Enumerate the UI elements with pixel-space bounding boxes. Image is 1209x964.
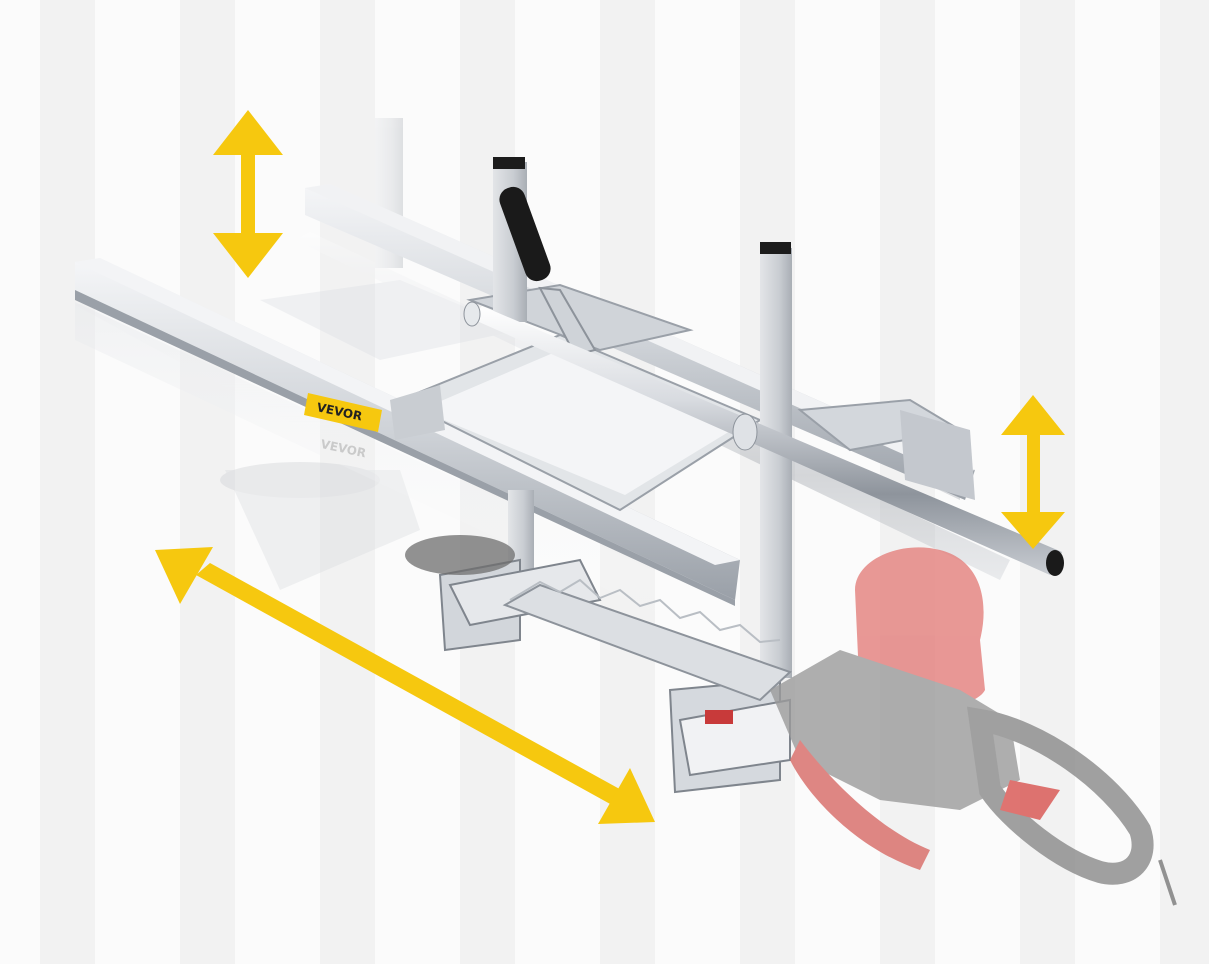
vertical-double-arrow-icon: [1001, 395, 1065, 549]
chainsaw-bar: [502, 578, 792, 702]
front-post: [760, 242, 792, 678]
vertical-double-arrow-icon: [213, 110, 283, 278]
diagonal-double-arrow-icon: [155, 547, 655, 824]
handle: [499, 186, 597, 357]
chainsaw-motor: [770, 547, 1177, 906]
round-rod: [463, 301, 1064, 576]
